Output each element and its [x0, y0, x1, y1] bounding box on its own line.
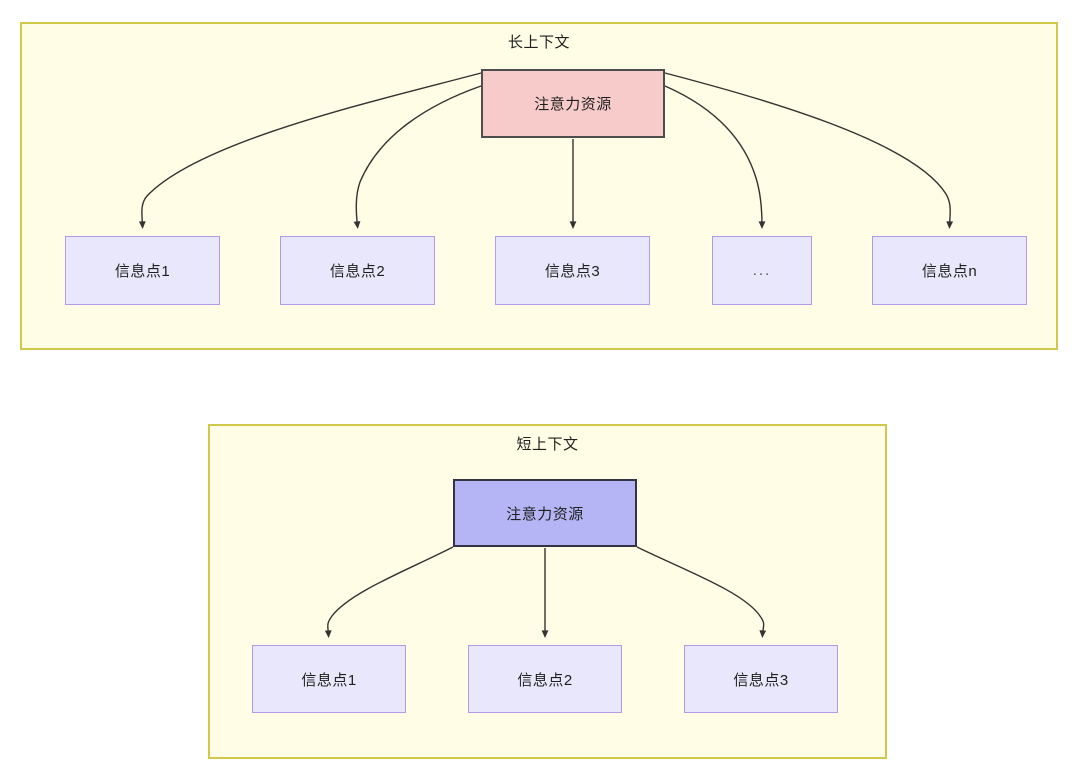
- node-info-point-long-ellipsis[interactable]: ...: [712, 236, 812, 305]
- node-info-point-short-3[interactable]: 信息点3: [684, 645, 838, 713]
- node-info-point-long-3[interactable]: 信息点3: [495, 236, 650, 305]
- node-info-point-short-2[interactable]: 信息点2: [468, 645, 622, 713]
- node-info-point-long-1[interactable]: 信息点1: [65, 236, 220, 305]
- node-info-point-short-1[interactable]: 信息点1: [252, 645, 406, 713]
- node-attention-resource-long[interactable]: 注意力资源: [481, 69, 665, 138]
- node-info-point-long-n[interactable]: 信息点n: [872, 236, 1027, 305]
- group-short-context-title: 短上下文: [516, 436, 579, 453]
- node-attention-resource-short[interactable]: 注意力资源: [453, 479, 637, 547]
- node-info-point-long-2[interactable]: 信息点2: [280, 236, 435, 305]
- group-long-context-title: 长上下文: [507, 34, 570, 51]
